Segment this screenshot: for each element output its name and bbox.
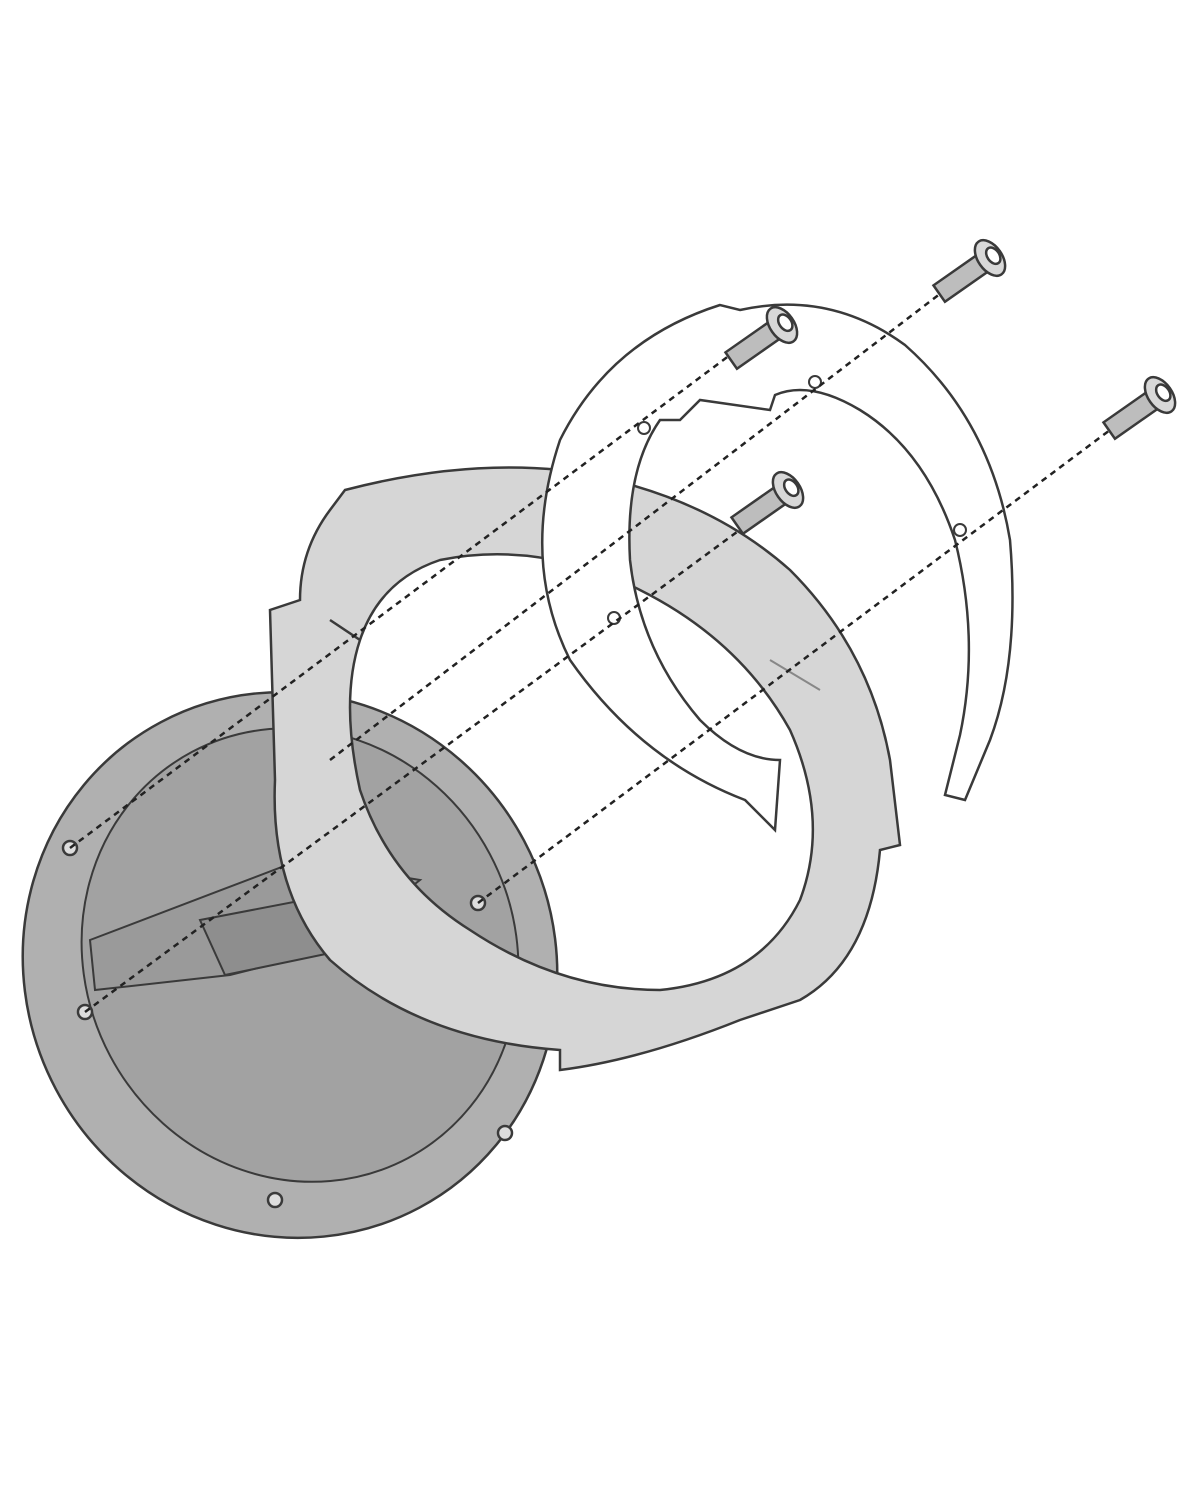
plate-hole	[266, 1191, 284, 1209]
base-plate	[21, 690, 559, 1240]
top-flange	[540, 303, 1014, 833]
screw-icon	[931, 238, 1007, 304]
screw-icon	[729, 470, 805, 536]
alignment-lines	[69, 289, 1111, 1014]
screw-icon	[1101, 375, 1177, 441]
screw-icon	[723, 305, 799, 371]
flange-hole	[808, 375, 822, 389]
flange-hole	[953, 523, 967, 537]
flange-hole	[637, 421, 651, 435]
screws	[723, 238, 1177, 536]
plate-hole	[496, 1124, 514, 1142]
